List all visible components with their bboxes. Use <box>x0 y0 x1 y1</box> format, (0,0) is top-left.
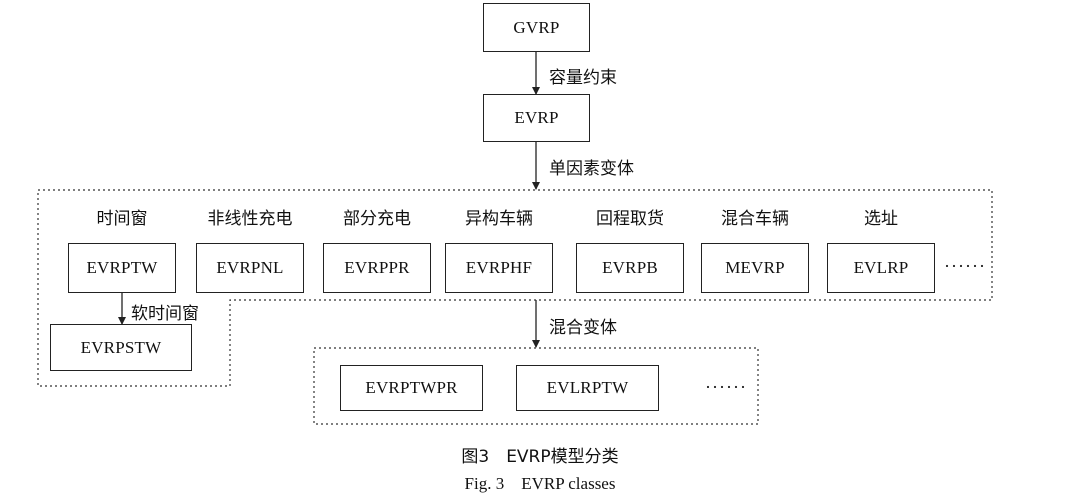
category-label-partial-charging: 部分充电 <box>343 209 411 229</box>
caption-chinese: 图3 EVRP模型分类 <box>461 447 619 467</box>
node-evlrp: EVLRP <box>827 243 935 293</box>
node-evrpnl-label: EVRPNL <box>216 258 284 277</box>
category-label-mixed-fleet: 混合车辆 <box>721 209 789 229</box>
node-evrptw: EVRPTW <box>68 243 176 293</box>
category-label-nonlinear-charging: 非线性充电 <box>207 209 293 229</box>
node-evrpb-label: EVRPB <box>602 258 658 277</box>
node-evrp-label: EVRP <box>514 108 559 127</box>
edge-label-single-factor: 单因素变体 <box>549 159 634 179</box>
node-evrpb: EVRPB <box>576 243 684 293</box>
node-evrpnl: EVRPNL <box>196 243 304 293</box>
mixed-container <box>313 347 759 425</box>
node-evrpstw: EVRPSTW <box>50 324 192 371</box>
node-evlrptw-label: EVLRPTW <box>546 378 629 397</box>
node-evrphf-label: EVRPHF <box>465 258 533 277</box>
category-label-heterogeneous-fleet: 异构车辆 <box>465 209 533 229</box>
node-evrphf: EVRPHF <box>445 243 553 293</box>
node-evrppr: EVRPPR <box>323 243 431 293</box>
node-evlrp-label: EVLRP <box>853 258 909 277</box>
category-label-backhaul: 回程取货 <box>596 209 664 229</box>
single-factor-container <box>37 189 993 387</box>
category-label-location: 选址 <box>864 209 898 229</box>
node-evrptw-label: EVRPTW <box>86 258 158 277</box>
edge-label-mixed: 混合变体 <box>549 318 617 338</box>
category-label-time-window: 时间窗 <box>96 209 148 229</box>
node-gvrp-label: GVRP <box>513 17 560 37</box>
edge-label-capacity: 容量约束 <box>549 68 617 88</box>
node-evrppr-label: EVRPPR <box>344 258 410 277</box>
more-single-variants: ······ <box>944 256 986 276</box>
node-mevrp: MEVRP <box>701 243 809 293</box>
node-evrp: EVRP <box>483 94 590 142</box>
node-mevrp-label: MEVRP <box>725 258 785 277</box>
node-evlrptw: EVLRPTW <box>516 365 659 411</box>
caption-english: Fig. 3 EVRP classes <box>464 474 616 493</box>
edge-label-soft-tw: 软时间窗 <box>131 304 199 324</box>
node-gvrp: GVRP <box>483 3 590 52</box>
node-evrptwpr-label: EVRPTWPR <box>365 378 458 397</box>
more-mixed-variants: ······ <box>705 377 747 397</box>
node-evrpstw-label: EVRPSTW <box>80 337 162 357</box>
node-evrptwpr: EVRPTWPR <box>340 365 483 411</box>
